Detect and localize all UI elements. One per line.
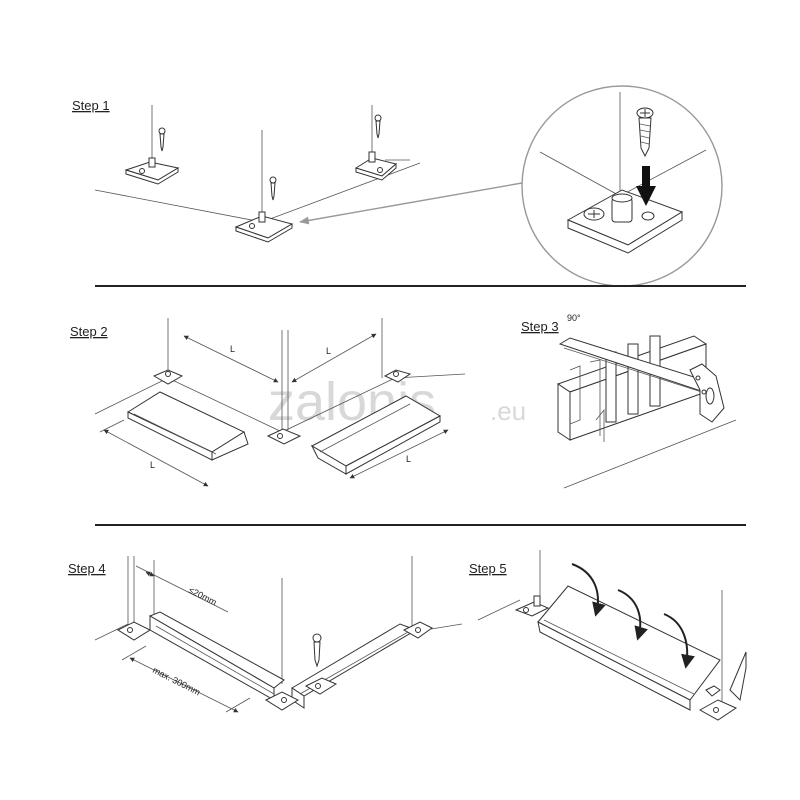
base-plate-right xyxy=(402,621,433,639)
saw-icon xyxy=(558,337,725,423)
screw-icon xyxy=(312,633,322,668)
press-arrow-icon xyxy=(571,563,606,617)
base-plate-right xyxy=(354,151,398,181)
press-arrow-icon xyxy=(663,613,695,669)
skirting-profile-left xyxy=(126,391,249,461)
zoom-detail xyxy=(521,85,723,287)
skirting-profile-right xyxy=(729,651,747,702)
base-plate-mid xyxy=(304,677,338,695)
base-plate-center xyxy=(698,699,738,721)
dim-length-left-bottom: L xyxy=(150,460,155,470)
base-plate-right xyxy=(705,685,721,697)
base-plate-left xyxy=(514,595,550,617)
screw-icon xyxy=(158,127,166,152)
step-1-label: Step 1 xyxy=(72,98,110,113)
step-2: Step 2 L L xyxy=(70,318,466,487)
dim-length-right-top: L xyxy=(326,346,331,356)
step-2-label: Step 2 xyxy=(70,324,108,339)
skirting-profile-front xyxy=(537,585,721,711)
step-3: Step 3 90° xyxy=(521,313,737,489)
step-5-label: Step 5 xyxy=(469,561,507,576)
step-3-label: Step 3 xyxy=(521,319,559,334)
step-1: Step 1 xyxy=(72,85,723,287)
base-plate-center xyxy=(266,428,302,445)
screw-icon xyxy=(269,176,277,201)
dim-length-left-top: L xyxy=(230,344,235,354)
step-4-label: Step 4 xyxy=(68,561,106,576)
step-4: Step 4 xyxy=(68,556,463,713)
base-plate-left xyxy=(124,157,180,185)
dim-angle: 90° xyxy=(567,313,581,323)
dim-max-spacing: max. 300mm xyxy=(151,665,202,698)
screw-icon xyxy=(636,107,654,158)
dim-max-gap: ≤20mm xyxy=(187,585,218,608)
insert-arrow-icon xyxy=(636,166,656,206)
step-5: Step 5 xyxy=(469,550,747,721)
base-plate-left xyxy=(116,621,152,641)
press-arrow-icon xyxy=(617,589,648,641)
zoom-connector-arrow xyxy=(299,182,523,225)
dim-length-right-bottom: L xyxy=(406,454,411,464)
base-plate-right xyxy=(383,369,412,383)
skirting-profile-left xyxy=(148,611,285,701)
watermark-tld: .eu xyxy=(490,396,526,426)
base-plate-left xyxy=(152,369,184,385)
skirting-profile-right xyxy=(291,623,418,709)
base-plate-center xyxy=(234,211,294,243)
screw-icon xyxy=(374,114,382,139)
base-plate-center xyxy=(264,691,300,711)
